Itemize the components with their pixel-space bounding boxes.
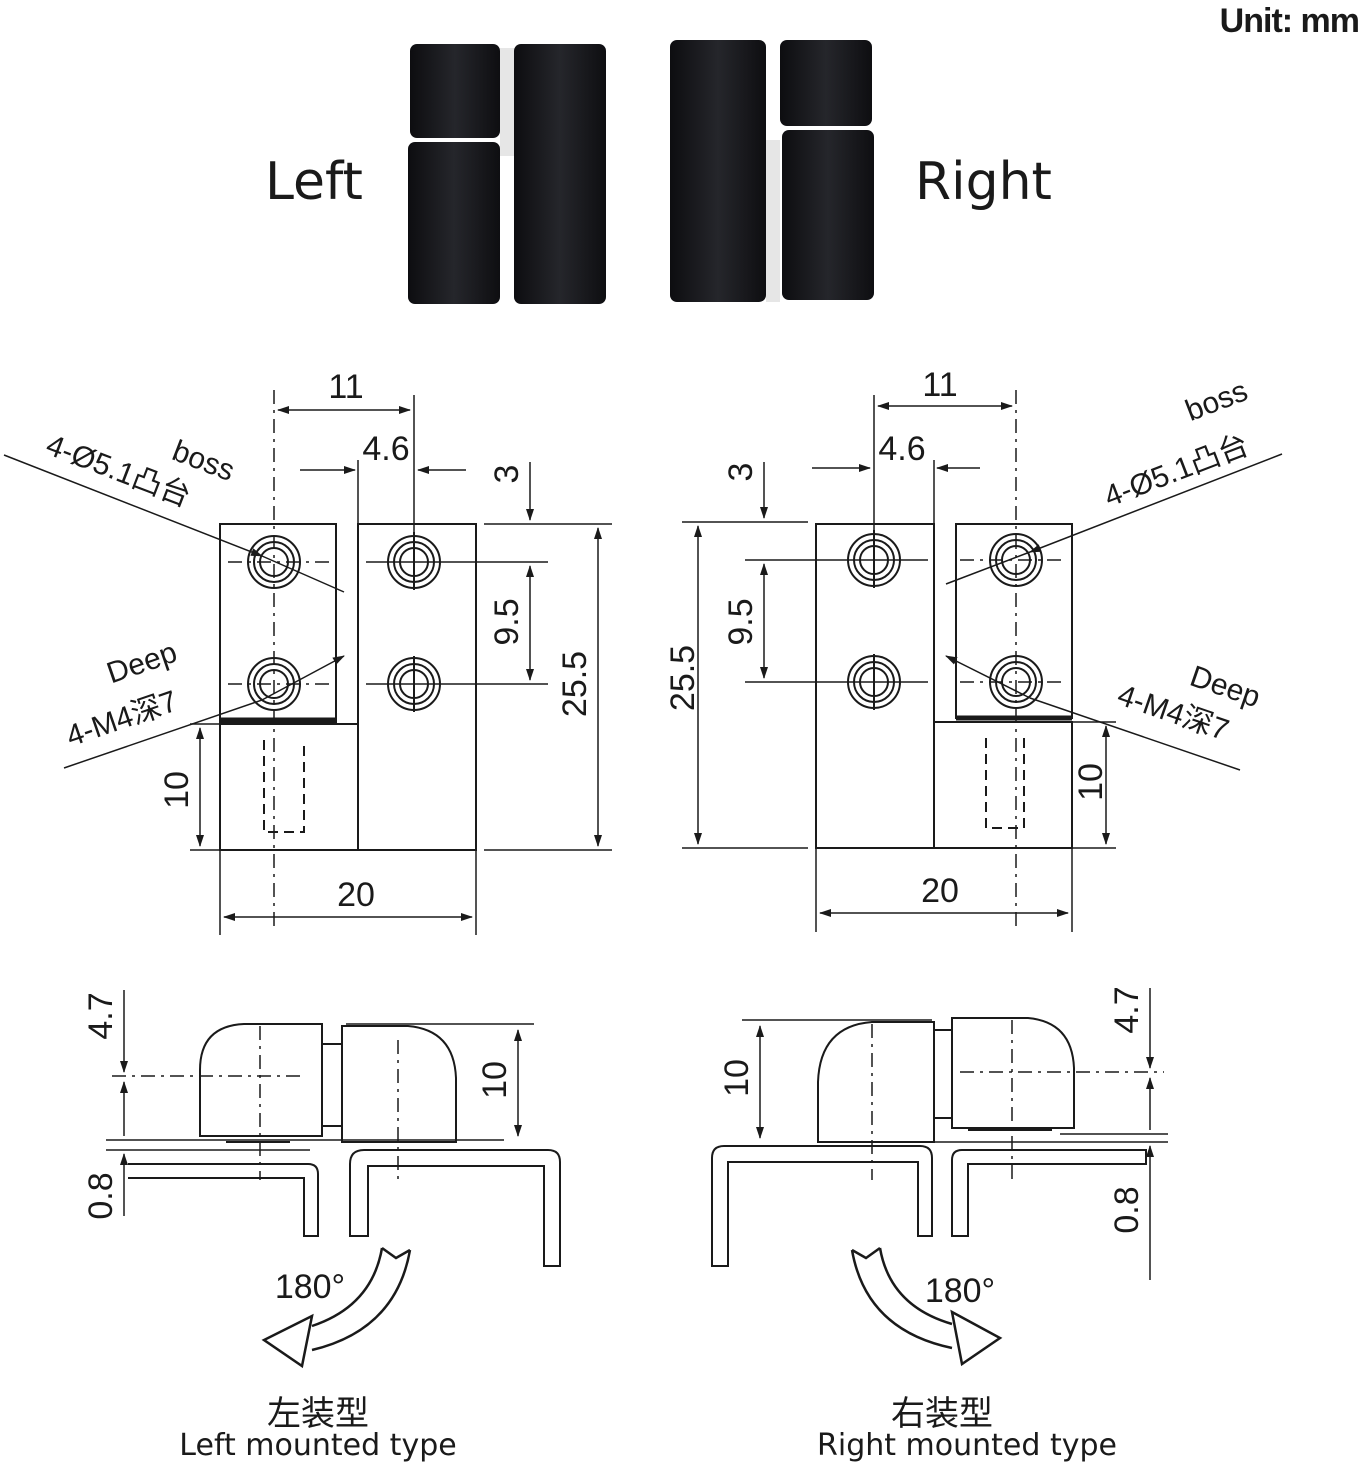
right-knuckle xyxy=(951,1017,1075,1129)
left-side-dimensions: 4.7 10 0.8 180° xyxy=(82,992,514,1306)
right-rotation-label: 180° xyxy=(925,1272,995,1310)
left-dim-10: 10 xyxy=(158,771,196,809)
right-side-dim-10: 10 xyxy=(718,1059,756,1097)
right-dim-3: 3 xyxy=(722,463,760,482)
right-boss-word: boss xyxy=(1181,374,1252,428)
left-boss-spec: 4-Ø5.1凸台 xyxy=(42,429,195,514)
left-leaf xyxy=(815,523,935,849)
left-dim-25-5: 25.5 xyxy=(556,651,594,717)
left-deep-word: Deep xyxy=(103,636,182,691)
right-hinge-photo xyxy=(670,40,874,302)
left-side-view xyxy=(106,990,561,1369)
right-dim-9-5: 9.5 xyxy=(722,598,760,645)
right-dim-25-5: 25.5 xyxy=(664,645,702,711)
right-caption-en: Right mounted type xyxy=(817,1428,1117,1463)
left-dim-11: 11 xyxy=(328,368,363,406)
left-front-dimensions: 11 4.6 3 9.5 25.5 10 20 boss 4-Ø5.1凸台 De… xyxy=(42,368,594,914)
right-knuckle xyxy=(341,1025,457,1143)
unit-label: Unit: mm xyxy=(1219,2,1360,40)
left-dim-0-8: 0.8 xyxy=(82,1172,120,1219)
left-knuckle xyxy=(817,1021,935,1143)
left-caption-en: Left mounted type xyxy=(179,1428,457,1463)
left-front-view xyxy=(3,390,612,935)
left-dim-4-6: 4.6 xyxy=(362,430,409,468)
right-dim-11: 11 xyxy=(922,366,957,404)
right-side-dimensions: 4.7 10 0.8 180° xyxy=(718,986,1146,1310)
left-side-dim-10: 10 xyxy=(476,1061,514,1099)
right-photo-label: Right xyxy=(915,152,1052,212)
right-boss-spec: 4-Ø5.1凸台 xyxy=(1100,429,1253,514)
left-dim-3: 3 xyxy=(488,465,526,484)
left-knuckle xyxy=(199,1023,323,1137)
right-leaf xyxy=(357,523,477,851)
left-leaf-upper xyxy=(219,523,337,723)
right-leaf-upper xyxy=(955,523,1073,719)
left-deep-spec: 4-M4深7 xyxy=(62,685,182,754)
right-caption-cn: 右装型 xyxy=(891,1394,993,1434)
left-photo-label: Left xyxy=(265,152,363,212)
right-front-view xyxy=(682,390,1283,932)
right-side-view xyxy=(711,988,1168,1367)
left-dim-9-5: 9.5 xyxy=(488,598,526,645)
left-dim-20: 20 xyxy=(337,876,375,914)
right-front-dimensions: 11 4.6 3 9.5 25.5 10 20 boss 4-Ø5.1凸台 De… xyxy=(664,366,1264,910)
right-dim-10: 10 xyxy=(1072,763,1110,801)
left-caption-cn: 左装型 xyxy=(267,1394,369,1434)
left-hinge-photo xyxy=(408,44,606,304)
left-rotation-label: 180° xyxy=(275,1268,345,1306)
right-dim-20: 20 xyxy=(921,872,959,910)
right-dim-0-8: 0.8 xyxy=(1108,1186,1146,1233)
right-dim-4-6: 4.6 xyxy=(878,430,925,468)
right-dim-4-7: 4.7 xyxy=(1108,986,1146,1033)
left-dim-4-7: 4.7 xyxy=(82,992,120,1039)
right-leaf-lower xyxy=(933,721,1073,849)
